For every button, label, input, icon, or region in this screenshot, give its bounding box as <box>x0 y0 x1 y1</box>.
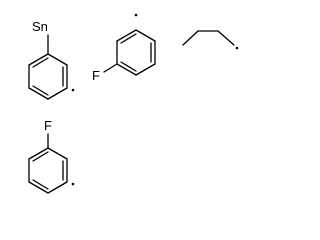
benzene-ring-2 <box>116 29 156 76</box>
butyl-fragment <box>182 30 239 50</box>
radical-dot-4 <box>71 182 75 186</box>
benzene-ring-1 <box>28 53 68 100</box>
stannyl-phenyl-fragment: Sn <box>28 19 75 100</box>
fluorophenyl-fragment-bottom: F <box>28 118 75 194</box>
fluorine-atom-label-bottom: F <box>44 118 52 133</box>
radical-dot-3 <box>235 46 239 50</box>
molecule-canvas: Sn F <box>28 13 239 194</box>
benzene-ring-3 <box>28 147 68 194</box>
c-f-bond-top <box>103 63 118 73</box>
fluorine-atom-label-top: F <box>92 68 100 83</box>
fluorophenyl-fragment-top: F <box>92 13 156 83</box>
radical-dot-1 <box>71 88 75 92</box>
tin-atom-label: Sn <box>32 19 48 34</box>
radical-dot-2 <box>134 13 138 17</box>
